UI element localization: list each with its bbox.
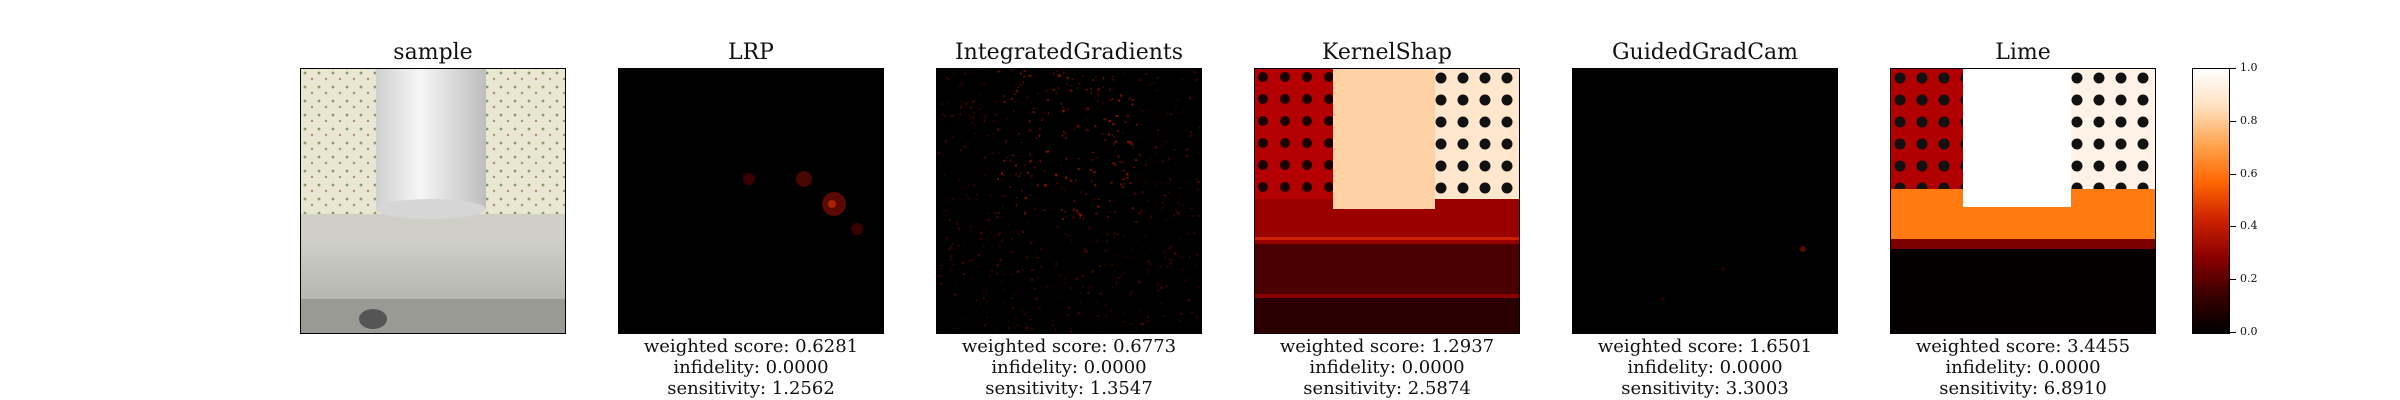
colorbar-tick: 0.0 [2230, 326, 2258, 338]
infidelity: infidelity: 0.0000 [1309, 357, 1465, 378]
integratedgradients-attribution-map [936, 68, 1202, 334]
infidelity: infidelity: 0.0000 [1627, 357, 1783, 378]
panel-scores: weighted score: 1.6501 infidelity: 0.000… [1572, 336, 1838, 399]
sensitivity: sensitivity: 6.8910 [1939, 378, 2107, 399]
colorbar [2192, 68, 2230, 334]
colorbar-tick: 1.0 [2230, 62, 2258, 74]
weighted-score: weighted score: 1.6501 [1597, 336, 1813, 357]
panel-scores: weighted score: 0.6773 infidelity: 0.000… [936, 336, 1202, 399]
sensitivity: sensitivity: 2.5874 [1303, 378, 1471, 399]
panel-title: GuidedGradCam [1611, 40, 1799, 65]
sensitivity: sensitivity: 1.2562 [667, 378, 835, 399]
weighted-score: weighted score: 0.6773 [961, 336, 1177, 357]
infidelity: infidelity: 0.0000 [1945, 357, 2101, 378]
panel-title: Lime [1995, 40, 2051, 65]
panel-scores: weighted score: 0.6281 infidelity: 0.000… [618, 336, 884, 399]
panel-title: IntegratedGradients [954, 40, 1184, 65]
lime-attribution-map [1890, 68, 2156, 334]
colorbar-tick: 0.6 [2230, 168, 2258, 180]
panel-title: KernelShap [1321, 40, 1453, 65]
colorbar-tick: 0.8 [2230, 115, 2258, 127]
colorbar-tick: 0.4 [2230, 220, 2258, 232]
lrp-attribution-map [618, 68, 884, 334]
colorbar-tick: 0.2 [2230, 273, 2258, 285]
sample-photo [301, 69, 565, 333]
panel-scores: weighted score: 1.2937 infidelity: 0.000… [1254, 336, 1520, 399]
weighted-score: weighted score: 1.2937 [1279, 336, 1495, 357]
sample-image [300, 68, 566, 334]
panel-scores: weighted score: 3.4455 infidelity: 0.000… [1890, 336, 2156, 399]
infidelity: infidelity: 0.0000 [991, 357, 1147, 378]
guidedgradcam-attribution-map [1572, 68, 1838, 334]
infidelity: infidelity: 0.0000 [673, 357, 829, 378]
kernelshap-attribution-map [1254, 68, 1520, 334]
panel-title: LRP [728, 40, 774, 65]
panel-title: sample [393, 40, 473, 65]
sensitivity: sensitivity: 3.3003 [1621, 378, 1789, 399]
weighted-score: weighted score: 3.4455 [1915, 336, 2131, 357]
weighted-score: weighted score: 0.6281 [643, 336, 859, 357]
colorbar-gradient [2193, 69, 2229, 333]
sensitivity: sensitivity: 1.3547 [985, 378, 1153, 399]
